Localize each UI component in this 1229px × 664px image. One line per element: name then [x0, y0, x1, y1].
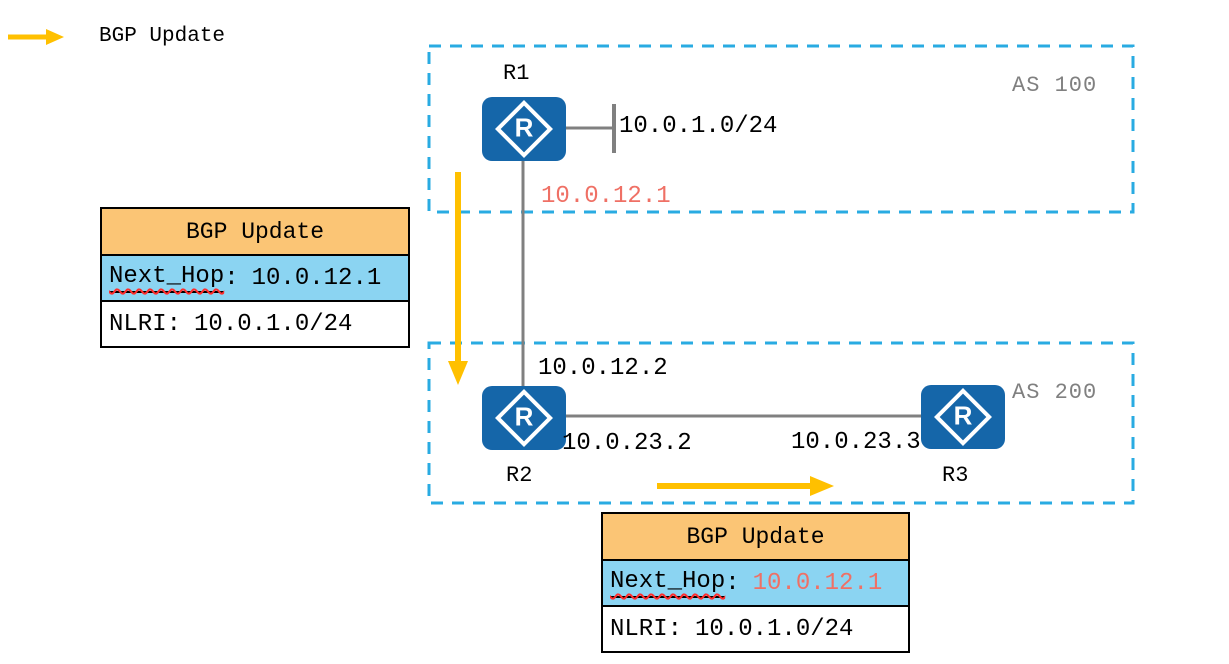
interface-ip-r2-right: 10.0.23.2: [562, 430, 692, 457]
nlri-row: NLRI:10.0.1.0/24: [102, 302, 408, 346]
router-r1-icon: R: [482, 97, 566, 161]
colon: :: [224, 264, 239, 292]
table-title: BGP Update: [603, 514, 908, 561]
bgp-update-arrow-r2-to-r3-icon: [657, 476, 834, 496]
colon: :: [667, 615, 683, 643]
next-hop-row: Next_Hop:10.0.12.1: [603, 561, 908, 607]
nlri-label: NLRI: [109, 310, 167, 338]
next-hop-row: Next_Hop:10.0.12.1: [102, 256, 408, 302]
router-glyph: R: [953, 400, 973, 431]
router-label-r3: R3: [942, 463, 969, 488]
next-hop-value: 10.0.12.1: [752, 569, 883, 597]
router-glyph: R: [514, 401, 534, 432]
nlri-value: 10.0.1.0/24: [194, 310, 353, 338]
legend-label: BGP Update: [99, 25, 226, 48]
router-glyph: R: [514, 112, 534, 143]
stub-network-label: 10.0.1.0/24: [619, 113, 778, 140]
as200-label: AS 200: [1012, 380, 1098, 405]
colon: :: [166, 310, 182, 338]
table-title: BGP Update: [102, 209, 408, 256]
as100-label: AS 100: [1012, 73, 1098, 98]
interface-ip-r3-left: 10.0.23.3: [791, 429, 921, 456]
next-hop-label: Next_Hop: [610, 568, 726, 598]
interface-ip-r1: 10.0.12.1: [541, 183, 671, 210]
as200-boundary-box: [427, 341, 1135, 505]
router-r2-icon: R: [482, 386, 566, 450]
router-label-r1: R1: [503, 61, 530, 86]
next-hop-value: 10.0.12.1: [251, 264, 382, 292]
bgp-update-table-r1-r2: BGP Update Next_Hop:10.0.12.1 NLRI:10.0.…: [100, 207, 410, 348]
nlri-value: 10.0.1.0/24: [695, 615, 854, 643]
as100-boundary-box: [427, 44, 1135, 214]
nlri-row: NLRI:10.0.1.0/24: [603, 607, 908, 651]
legend-arrow-icon: [8, 29, 64, 45]
colon: :: [725, 569, 740, 597]
router-r3-icon: R: [921, 385, 1005, 449]
interface-ip-r2-up: 10.0.12.2: [538, 355, 668, 382]
bgp-update-table-r2-r3: BGP Update Next_Hop:10.0.12.1 NLRI:10.0.…: [601, 512, 910, 653]
bgp-update-arrow-r1-to-r2-icon: [448, 172, 468, 385]
router-label-r2: R2: [506, 463, 533, 488]
next-hop-label: Next_Hop: [109, 263, 225, 293]
nlri-label: NLRI: [610, 615, 668, 643]
